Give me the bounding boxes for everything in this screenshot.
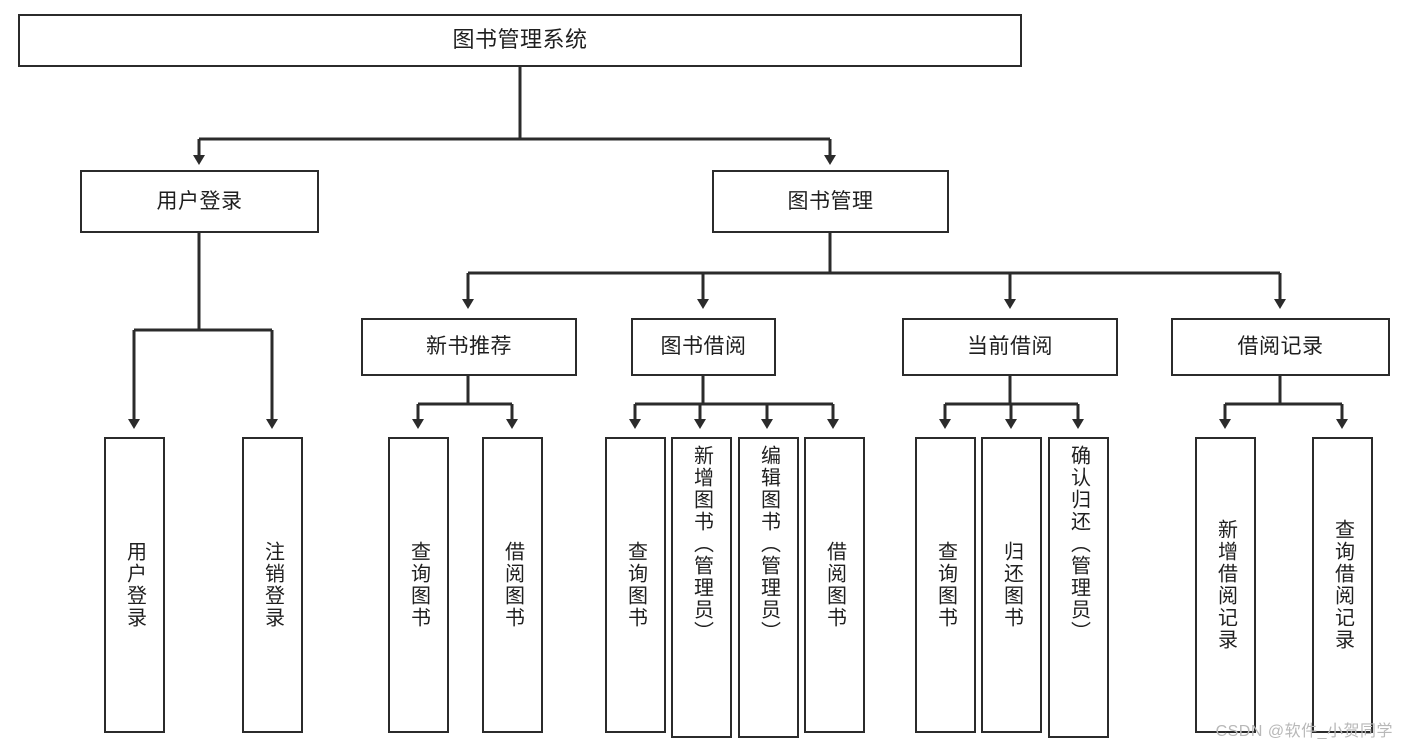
- leaf-add-record[interactable]: 新增借阅记录: [1195, 437, 1256, 733]
- node-root[interactable]: 图书管理系统: [18, 14, 1022, 67]
- leaf-confirm-return[interactable]: 确认归还（管理员）: [1048, 437, 1109, 738]
- leaf-confirm-return-label: 确认归还（管理员）: [1067, 445, 1090, 643]
- leaf-add-record-label: 新增借阅记录: [1214, 519, 1237, 651]
- leaf-query-record-label: 查询借阅记录: [1331, 519, 1354, 651]
- leaf-query-book-1-label: 查询图书: [407, 541, 430, 629]
- leaf-logout-label: 注销登录: [261, 541, 284, 629]
- leaf-query-book-2[interactable]: 查询图书: [605, 437, 666, 733]
- leaf-user-login[interactable]: 用户登录: [104, 437, 165, 733]
- leaf-query-record[interactable]: 查询借阅记录: [1312, 437, 1373, 733]
- node-book-manage-label: 图书管理: [787, 189, 874, 213]
- leaf-query-book-3[interactable]: 查询图书: [915, 437, 976, 733]
- leaf-query-book-1[interactable]: 查询图书: [388, 437, 449, 733]
- leaf-borrow-book-2-label: 借阅图书: [823, 541, 846, 629]
- leaf-return-book-label: 归还图书: [1000, 541, 1023, 629]
- node-new-book-recommend[interactable]: 新书推荐: [361, 318, 577, 376]
- node-current-borrow[interactable]: 当前借阅: [902, 318, 1118, 376]
- leaf-edit-book-label: 编辑图书（管理员）: [757, 445, 780, 643]
- leaf-add-book[interactable]: 新增图书（管理员）: [671, 437, 732, 738]
- leaf-query-book-2-label: 查询图书: [624, 541, 647, 629]
- leaf-edit-book[interactable]: 编辑图书（管理员）: [738, 437, 799, 738]
- node-user-login-label: 用户登录: [156, 189, 243, 213]
- leaf-borrow-book-1[interactable]: 借阅图书: [482, 437, 543, 733]
- leaf-borrow-book-1-label: 借阅图书: [501, 541, 524, 629]
- leaf-query-book-3-label: 查询图书: [934, 541, 957, 629]
- node-root-label: 图书管理系统: [452, 27, 588, 53]
- node-current-borrow-label: 当前借阅: [967, 335, 1053, 359]
- node-book-borrow-label: 图书借阅: [660, 335, 747, 359]
- node-borrow-record[interactable]: 借阅记录: [1171, 318, 1390, 376]
- leaf-logout[interactable]: 注销登录: [242, 437, 303, 733]
- leaf-return-book[interactable]: 归还图书: [981, 437, 1042, 733]
- node-book-manage[interactable]: 图书管理: [712, 170, 949, 233]
- leaf-user-login-label: 用户登录: [123, 541, 146, 629]
- node-user-login[interactable]: 用户登录: [80, 170, 319, 233]
- leaf-borrow-book-2[interactable]: 借阅图书: [804, 437, 865, 733]
- leaf-add-book-label: 新增图书（管理员）: [690, 445, 713, 643]
- csdn-watermark: CSDN @软件_小贺同学: [1215, 723, 1393, 740]
- node-borrow-record-label: 借阅记录: [1237, 335, 1324, 359]
- node-book-borrow[interactable]: 图书借阅: [631, 318, 776, 376]
- node-new-book-recommend-label: 新书推荐: [426, 335, 512, 359]
